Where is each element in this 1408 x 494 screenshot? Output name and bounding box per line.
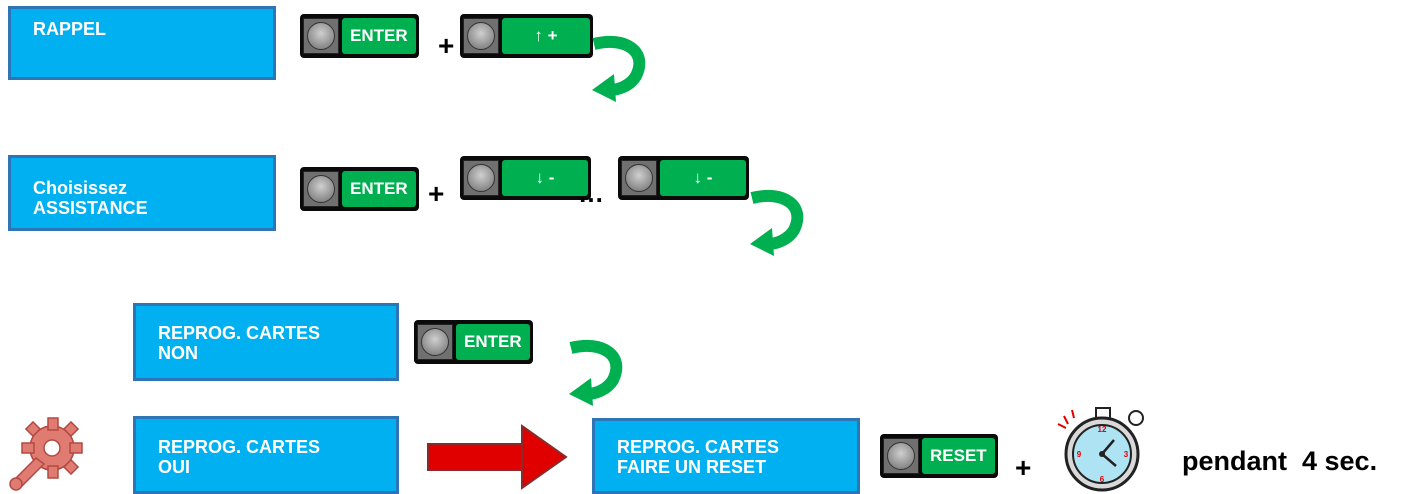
screen-assistance: Choisissez ASSISTANCE <box>8 155 276 231</box>
down-key-label: - <box>706 168 713 187</box>
screen-reprog-oui-line2: OUI <box>158 457 191 477</box>
screen-assistance-line2: ASSISTANCE <box>33 198 148 218</box>
screen-rappel: RAPPEL <box>8 6 276 80</box>
duration-text: pendant 4 sec. <box>1182 446 1378 476</box>
key-button-icon <box>467 22 495 50</box>
key-button-icon <box>307 22 335 50</box>
plus-sign: + <box>438 30 455 61</box>
screen-faire-reset-line1: REPROG. CARTES <box>617 437 780 457</box>
up-key[interactable]: ↑ + <box>460 14 593 58</box>
key-button-icon <box>467 164 495 192</box>
enter-key-label: ENTER <box>456 324 530 360</box>
curved-arrow-icon <box>750 189 804 256</box>
gear-wrench-icon <box>9 417 83 491</box>
screen-rappel-label: RAPPEL <box>33 19 107 39</box>
down-key[interactable]: ↓ - <box>460 156 591 200</box>
screen-reprog-non-line2: NON <box>158 343 198 363</box>
screen-faire-reset-line2: FAIRE UN RESET <box>617 457 767 477</box>
key-button-icon <box>625 164 653 192</box>
svg-text:9: 9 <box>1077 450 1082 459</box>
down-arrow-icon: ↓ <box>535 168 545 187</box>
enter-key[interactable]: ENTER <box>300 167 419 211</box>
svg-text:12: 12 <box>1098 425 1107 434</box>
svg-text:6: 6 <box>1100 475 1105 484</box>
enter-key[interactable]: ENTER <box>300 14 419 58</box>
screen-reprog-non-line1: REPROG. CARTES <box>158 323 321 343</box>
down-key[interactable]: ↓ - <box>618 156 749 200</box>
screen-faire-reset: REPROG. CARTES FAIRE UN RESET <box>592 418 860 494</box>
enter-key-label: ENTER <box>342 171 416 207</box>
screen-reprog-oui-line1: REPROG. CARTES <box>158 437 321 457</box>
screen-assistance-line1: Choisissez <box>33 178 128 198</box>
up-key-label: + <box>547 26 558 45</box>
key-button-icon <box>307 175 335 203</box>
curved-arrow-icon <box>569 339 623 406</box>
right-arrow-icon <box>427 424 568 490</box>
screen-reprog-oui: REPROG. CARTES OUI <box>133 416 399 494</box>
key-button-icon <box>887 442 915 470</box>
enter-key-label: ENTER <box>342 18 416 54</box>
reset-key-label: RESET <box>922 438 995 474</box>
down-arrow-icon: ↓ <box>693 168 703 187</box>
key-button-icon <box>421 328 449 356</box>
up-arrow-icon: ↑ <box>534 26 543 45</box>
reset-key[interactable]: RESET <box>880 434 998 478</box>
plus-sign: + <box>428 178 445 209</box>
enter-key[interactable]: ENTER <box>414 320 533 364</box>
curved-arrow-icon <box>592 35 646 102</box>
screen-reprog-non: REPROG. CARTES NON <box>133 303 399 381</box>
plus-sign: + <box>1015 452 1032 483</box>
down-key-label: - <box>548 168 555 187</box>
ellipsis: … <box>578 178 604 208</box>
svg-text:3: 3 <box>1124 450 1129 459</box>
stopwatch-icon: 12 3 6 9 <box>1057 407 1144 492</box>
